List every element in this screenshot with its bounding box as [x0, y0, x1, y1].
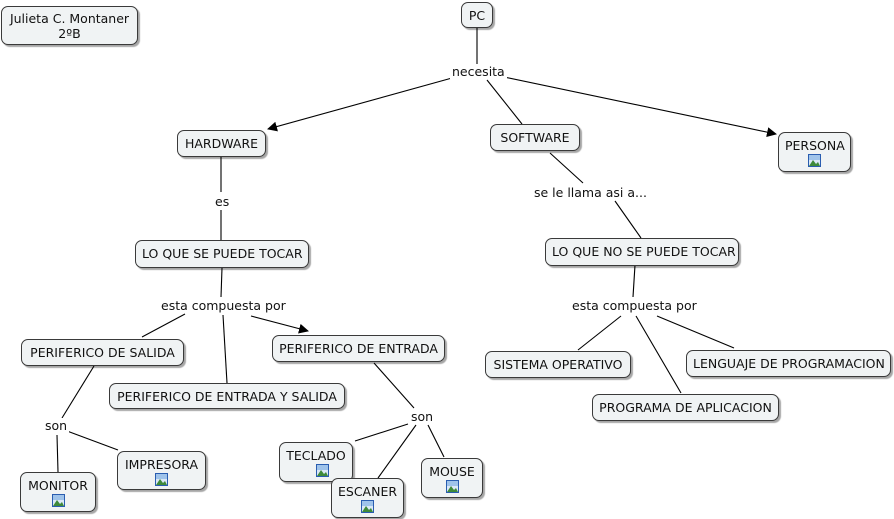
image-icon[interactable]	[155, 473, 168, 486]
image-icon[interactable]	[51, 494, 65, 507]
link-necesita[interactable]: necesita	[450, 64, 507, 79]
node-pc[interactable]: PC	[461, 2, 493, 28]
image-icon[interactable]	[445, 480, 459, 493]
image-icon[interactable]	[361, 500, 374, 513]
node-monitor[interactable]: MONITOR	[20, 472, 96, 512]
node-periferico-entrada-salida[interactable]: PERIFERICO DE ENTRADA Y SALIDA	[109, 383, 345, 409]
node-hardware[interactable]: HARDWARE	[177, 130, 266, 157]
node-lo-que-no-se-puede-tocar[interactable]: LO QUE NO SE PUEDE TOCAR	[545, 238, 739, 266]
node-escaner[interactable]: ESCANER	[331, 478, 404, 518]
link-son-salida[interactable]: son	[43, 418, 70, 433]
author-box: Julieta C. Montaner 2ºB	[1, 6, 138, 45]
node-periferico-entrada[interactable]: PERIFERICO DE ENTRADA	[272, 335, 445, 362]
node-software[interactable]: SOFTWARE	[490, 124, 580, 151]
node-persona[interactable]: PERSONA	[778, 132, 851, 172]
node-lenguaje-programacion[interactable]: LENGUAJE DE PROGRAMACION	[686, 350, 891, 377]
node-impresora[interactable]: IMPRESORA	[117, 451, 206, 490]
link-se-le-llama[interactable]: se le llama asi a...	[532, 185, 649, 200]
node-mouse[interactable]: MOUSE	[421, 458, 483, 498]
link-compuesta-software[interactable]: esta compuesta por	[570, 298, 699, 313]
image-icon[interactable]	[808, 154, 821, 167]
node-sistema-operativo[interactable]: SISTEMA OPERATIVO	[485, 351, 631, 378]
node-teclado[interactable]: TECLADO	[279, 442, 353, 482]
link-es[interactable]: es	[213, 194, 232, 209]
node-lo-que-se-puede-tocar[interactable]: LO QUE SE PUEDE TOCAR	[135, 240, 309, 268]
link-son-entrada[interactable]: son	[409, 409, 436, 424]
link-compuesta-hardware[interactable]: esta compuesta por	[159, 298, 288, 313]
author-group: 2ºB	[58, 26, 81, 41]
node-programa-aplicacion[interactable]: PROGRAMA DE APLICACION	[592, 394, 779, 421]
author-name: Julieta C. Montaner	[9, 11, 130, 26]
node-periferico-salida[interactable]: PERIFERICO DE SALIDA	[21, 339, 184, 366]
image-icon[interactable]	[316, 464, 329, 477]
